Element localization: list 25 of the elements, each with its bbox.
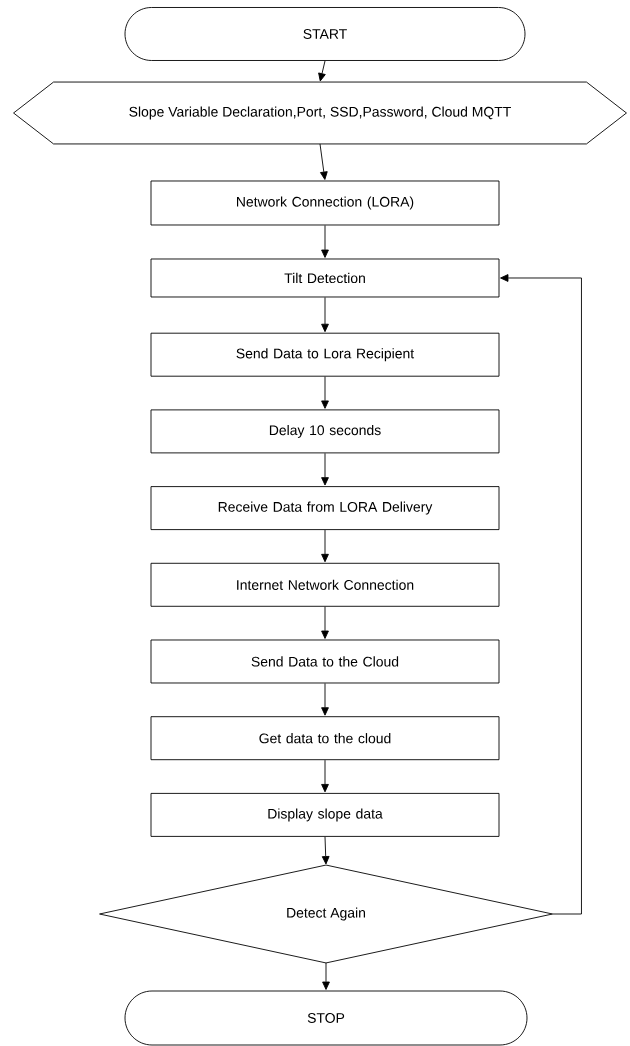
- process-box: Internet Network Connection: [150, 562, 500, 607]
- arrow: [321, 683, 329, 716]
- arrow: [321, 836, 330, 865]
- arrow: [319, 143, 328, 180]
- arrow: [321, 606, 329, 639]
- arrow: [321, 297, 329, 333]
- process-box: Send Data to Lora Recipient: [150, 332, 500, 377]
- process-box: Delay 10 seconds: [150, 409, 500, 454]
- arrow: [322, 962, 330, 990]
- process-box: Receive Data from LORA Delivery: [150, 486, 500, 531]
- arrow: [321, 452, 329, 486]
- arrow: [500, 274, 582, 915]
- process-box: Get data to the cloud: [150, 716, 500, 761]
- process-box: Send Data to the Cloud: [150, 639, 500, 684]
- terminator-box: STOP: [124, 990, 528, 1046]
- arrow: [318, 60, 326, 82]
- terminator-box: START: [124, 7, 526, 61]
- process-box: Tilt Detection: [150, 258, 500, 298]
- process-box: Network Connection (LORA): [150, 180, 500, 226]
- arrow: [321, 225, 329, 258]
- arrow: [321, 529, 329, 563]
- preparation-hexagon: Slope Variable Declaration,Port, SSD,Password, Cloud MQTT: [13, 81, 627, 145]
- arrow: [321, 759, 329, 793]
- arrow: [321, 376, 329, 409]
- process-box: Display slope data: [150, 792, 500, 837]
